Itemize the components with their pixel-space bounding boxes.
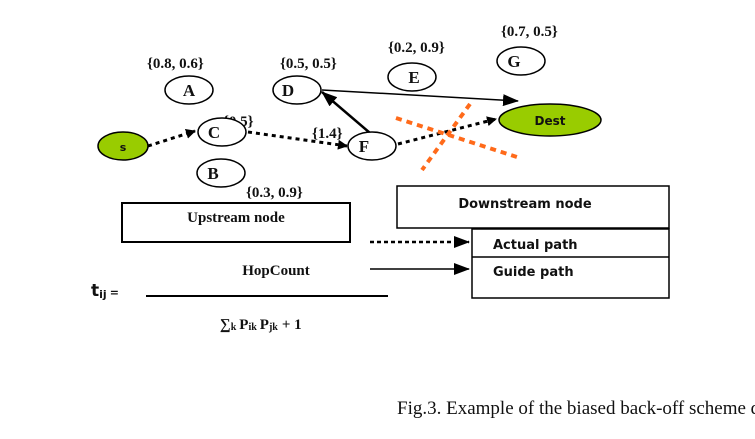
legend-actual-path-label: Actual path	[493, 238, 578, 253]
legend-path-box	[471, 228, 670, 299]
svg-text:Upstream node: Upstream node	[187, 210, 285, 226]
svg-text:G: G	[507, 52, 520, 71]
svg-text:s: s	[120, 141, 127, 154]
guide-path-d-to-dest	[321, 89, 519, 107]
node-s: s	[97, 131, 149, 161]
svg-text:F: F	[359, 137, 369, 156]
legend-downstream-node: Downstream node	[396, 185, 670, 229]
node-a: A	[164, 75, 214, 105]
svg-text:D: D	[282, 81, 294, 100]
node-dest: Dest	[498, 103, 602, 137]
node-f: F	[347, 131, 397, 161]
actual-path-c-to-f	[247, 130, 348, 150]
weight-label-f: {1.4}	[312, 126, 343, 142]
svg-text:A: A	[183, 81, 196, 100]
figure-caption: Fig.3. Example of the biased back-off sc…	[397, 398, 755, 419]
node-g: G	[496, 46, 546, 76]
svg-text:Dest: Dest	[535, 114, 566, 128]
svg-text:E: E	[408, 68, 419, 87]
formula-lhs: tij=	[91, 281, 119, 301]
actual-path-s-to-c	[147, 128, 196, 148]
node-d: D	[272, 75, 322, 105]
svg-text:Downstream node: Downstream node	[458, 197, 592, 212]
node-c: C	[197, 117, 247, 147]
svg-text:B: B	[207, 164, 218, 183]
weight-label-e: {0.2, 0.9}	[388, 40, 445, 56]
blocked-cross-line-2	[420, 102, 472, 172]
formula-numerator: HopCount	[242, 263, 310, 279]
node-b: B	[196, 158, 246, 188]
weight-label-a: {0.8, 0.6}	[147, 56, 204, 72]
weight-label-g: {0.7, 0.5}	[501, 24, 558, 40]
node-e: E	[387, 62, 437, 92]
legend-guide-path-label: Guide path	[493, 265, 574, 280]
weight-label-b: {0.3, 0.9}	[246, 185, 303, 201]
svg-text:C: C	[208, 123, 220, 142]
actual-path-f-to-dest	[397, 116, 497, 146]
weight-label-d: {0.5, 0.5}	[280, 56, 337, 72]
legend-upstream-node: Upstream node	[121, 202, 351, 243]
guide-path-f-to-d	[321, 91, 371, 134]
